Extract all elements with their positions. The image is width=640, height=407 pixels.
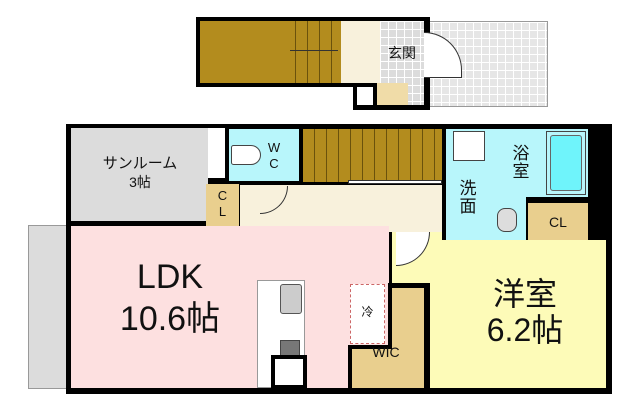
sink-icon (280, 284, 302, 314)
upper-hall (341, 21, 380, 83)
sunroom (71, 128, 208, 221)
ldk-size: 10.6帖 (119, 300, 221, 338)
kitchen-pillar (271, 355, 307, 391)
stairs (303, 129, 442, 182)
entrance-porch (424, 21, 548, 107)
entrance-label: 玄関 (388, 45, 416, 61)
washroom-label: 洗面 (459, 179, 477, 216)
fridge-label: 冷 (361, 305, 374, 319)
washbasin-icon (497, 208, 517, 232)
closet-label: CL (549, 214, 567, 230)
fridge-space (350, 284, 385, 344)
wc-label-1: W (267, 140, 281, 155)
wic-wall-2 (348, 345, 392, 349)
wic-lower (352, 349, 424, 388)
western-room-size: 6.2帖 (486, 312, 564, 348)
closet[interactable] (528, 203, 588, 243)
ldk-name: LDK (136, 258, 204, 296)
wc-label-2: C (269, 156, 279, 171)
sunroom-size: 3帖 (129, 174, 151, 190)
bathroom-label: 浴室 (512, 144, 530, 181)
stairs-arrow-icon (290, 50, 338, 51)
wic-label: WIC (372, 344, 400, 360)
closet-hall-label-1: C (217, 188, 228, 203)
toilet-icon (231, 145, 261, 165)
sunroom-name: サンルーム (102, 155, 178, 172)
closet-hall-label-2: L (218, 204, 227, 219)
washing-machine-icon (453, 131, 485, 161)
stairs-landing (200, 21, 285, 83)
closet-hall[interactable] (206, 184, 239, 230)
ldk[interactable] (71, 226, 389, 388)
handrail (348, 180, 442, 184)
bathtub-icon (546, 131, 586, 195)
sunroom-nook (208, 128, 225, 178)
shoe-box (377, 83, 408, 105)
storage-box (357, 87, 373, 105)
balcony (28, 225, 70, 389)
wic-wall (388, 283, 392, 345)
western-room-name: 洋室 (492, 276, 557, 312)
